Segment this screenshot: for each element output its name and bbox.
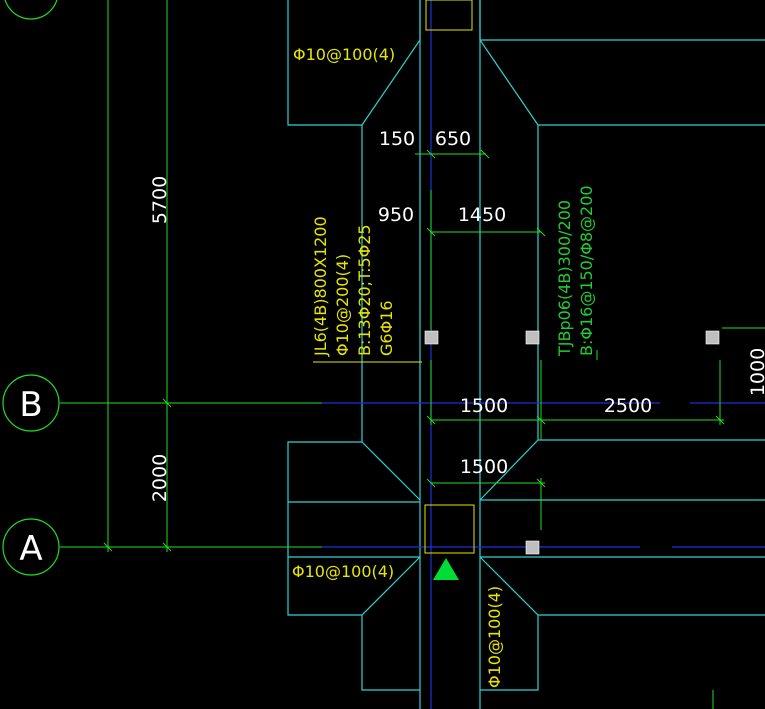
grid-bubble-a[interactable]: A (2, 518, 60, 576)
beam-jl6-line4: G6Φ16 (377, 300, 396, 356)
grip-node-3[interactable] (705, 330, 720, 345)
grip-nodes[interactable] (424, 330, 720, 555)
axis-lines (322, 0, 765, 709)
insertion-point-marker[interactable] (433, 558, 459, 580)
dim-650: 650 (435, 128, 471, 150)
beam-jl6-line1: JL6(4B)800X1200 (311, 216, 330, 357)
dim-5700: 5700 (149, 176, 171, 224)
grip-node-1[interactable] (424, 330, 439, 345)
beam-jl6-line3: B:13Φ20;T:5Φ25 (355, 224, 374, 356)
grid-label-a: A (19, 529, 42, 569)
rebar-bottom-left-label: Φ10@100(4) (292, 562, 394, 581)
dim-150: 150 (379, 128, 415, 150)
grid-bubble-upper[interactable] (4, 0, 58, 20)
dim-2500: 2500 (604, 395, 652, 417)
beam-jl6-line2: Φ10@200(4) (333, 254, 352, 356)
foundation-outline (287, 0, 765, 709)
grip-node-2[interactable] (525, 330, 540, 345)
beam-leaders (313, 0, 475, 554)
rebar-annotations: Φ10@100(4) Φ10@100(4) Φ10@100(4) JL6(4B)… (292, 45, 504, 688)
grip-node-4[interactable] (525, 540, 540, 555)
beam-tjbp-line2: B:Φ16@150/Φ8@200 (577, 185, 596, 356)
dim-1000-partial: 1000 (747, 348, 765, 396)
dim-1450: 1450 (458, 204, 506, 226)
beam-tjbp-annotations: TJBp06(4B)300/200 B:Φ16@150/Φ8@200 (555, 185, 596, 357)
grid-label-b: B (19, 385, 42, 425)
beam-tjbp-line1: TJBp06(4B)300/200 (555, 200, 574, 357)
rebar-bottom-vertical-label: Φ10@100(4) (485, 586, 504, 688)
rebar-top-label: Φ10@100(4) (293, 45, 395, 64)
dimension-texts: 5700 2000 150 650 950 1450 1500 2500 150… (149, 128, 765, 502)
dim-950: 950 (378, 204, 414, 226)
dim-1500-lower: 1500 (460, 456, 508, 478)
dim-1500-upper: 1500 (460, 395, 508, 417)
grid-bubble-b[interactable]: B (2, 374, 60, 432)
dim-2000: 2000 (149, 454, 171, 502)
dimension-lines (60, 0, 765, 709)
